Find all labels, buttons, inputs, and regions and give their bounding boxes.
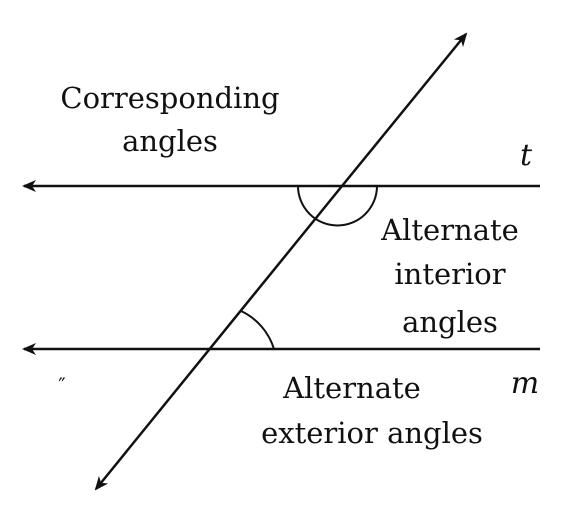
alternate-exterior-label-line2: exterior angles [261, 416, 483, 450]
alternate-interior-label-line1: Alternate [380, 213, 519, 247]
corresponding-label-line1: Corresponding [60, 81, 279, 115]
angle-arc-lower [240, 310, 275, 350]
transversal-line [341, 32, 468, 187]
alternate-interior-label-line2: interior [394, 257, 505, 291]
alternate-exterior-label-line1: Alternate [282, 371, 421, 405]
angle-arc-upper [297, 185, 378, 227]
transversal-line-lower [94, 185, 343, 491]
stray-mark: ″ [58, 373, 65, 397]
corresponding-label-line2: angles [122, 124, 218, 158]
line-t-label: t [520, 138, 533, 173]
line-m-label: m [511, 366, 539, 401]
alternate-interior-label-line3: angles [402, 305, 498, 339]
